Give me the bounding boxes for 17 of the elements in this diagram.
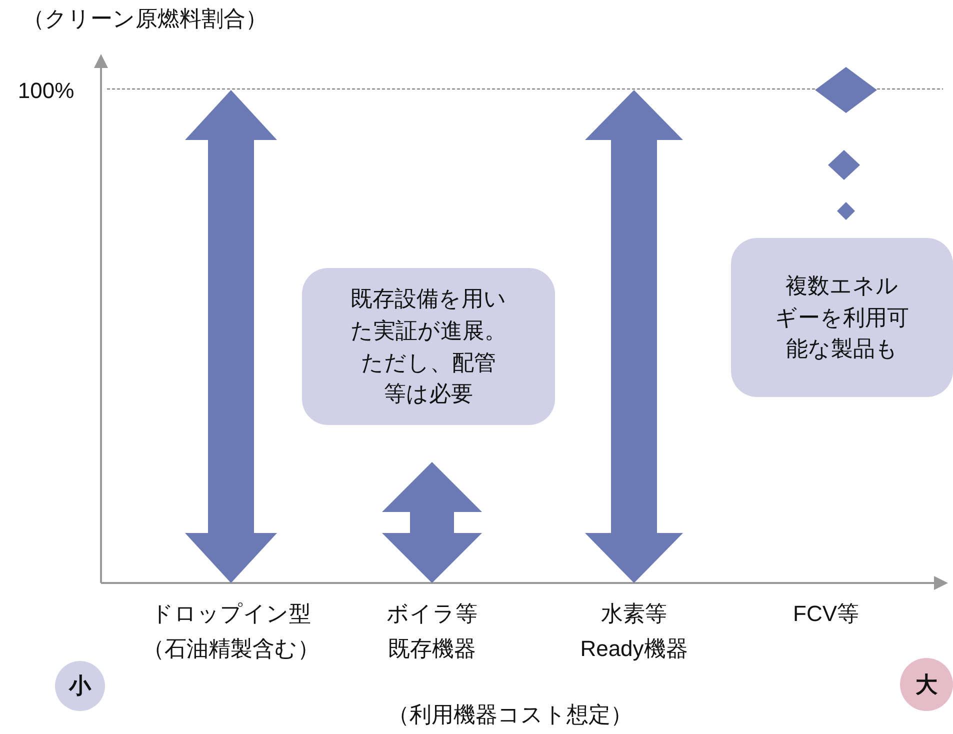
category-label: ボイラ等 [386, 601, 478, 628]
scale-label: 小 [69, 672, 91, 700]
category-label: 水素等 [601, 601, 667, 628]
axis-title: （利用機器コスト想定） [388, 702, 632, 728]
tick-label: 100% [18, 78, 74, 104]
category-label: （石油精製含む） [142, 636, 320, 662]
callout-box [302, 268, 555, 425]
scale-label: 大 [916, 670, 938, 699]
category-label: ドロップイン型 [151, 601, 311, 628]
category-label: 既存機器 [388, 636, 476, 662]
callout-text: 既存設備を用いた実証が進展。ただし、配管等は必要 [350, 284, 507, 408]
callout-text: 複数エネルギーを利用可能な製品も [774, 272, 910, 364]
category-label: Ready機器 [580, 636, 688, 662]
category-label: FCV等 [793, 601, 859, 628]
axis-title: （クリーン原燃料割合） [22, 6, 268, 32]
callout-box [731, 238, 953, 397]
scale-circle [55, 661, 105, 711]
